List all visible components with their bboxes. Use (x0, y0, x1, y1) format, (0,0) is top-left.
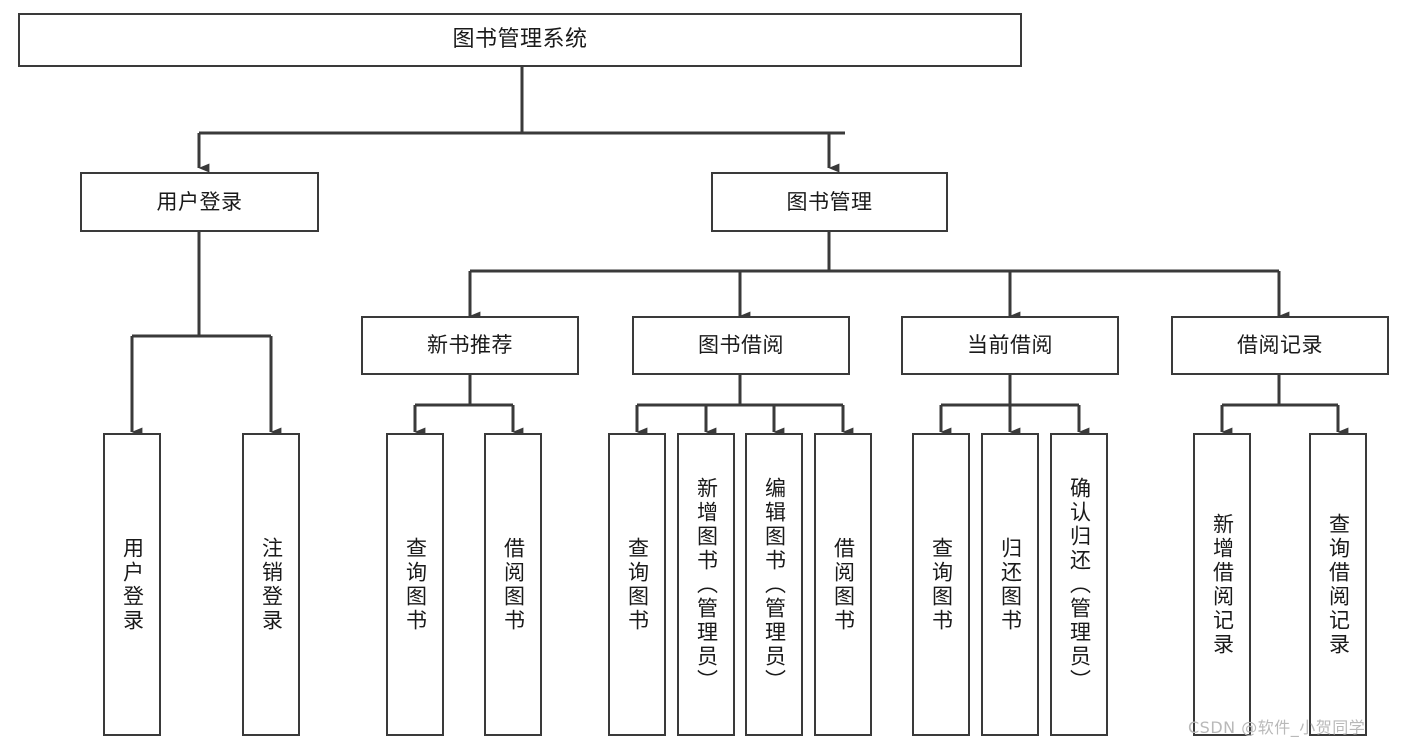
node-label: 查询图书 (929, 536, 954, 633)
leaf-book-borrow-edit-book-admin[interactable]: 编辑图书（管理员） (745, 433, 803, 736)
node-label: 当前借阅 (967, 333, 1053, 358)
node-label: 借阅记录 (1237, 333, 1323, 358)
leaf-borrow-record-query-record[interactable]: 查询借阅记录 (1309, 433, 1367, 736)
leaf-user-login-login[interactable]: 用户登录 (103, 433, 161, 736)
leaf-current-borrow-confirm-return-admin[interactable]: 确认归还（管理员） (1050, 433, 1108, 736)
node-user-login[interactable]: 用户登录 (80, 172, 319, 232)
node-label: 借阅图书 (501, 536, 526, 633)
node-label: 新增图书（管理员） (694, 476, 719, 693)
node-book-borrow[interactable]: 图书借阅 (632, 316, 850, 375)
node-label: 注销登录 (259, 536, 284, 633)
leaf-book-borrow-query-book[interactable]: 查询图书 (608, 433, 666, 736)
node-label: 查询借阅记录 (1326, 512, 1351, 657)
node-label: 新书推荐 (427, 333, 513, 358)
node-root-book-management-system[interactable]: 图书管理系统 (18, 13, 1022, 67)
node-label: 用户登录 (120, 536, 145, 633)
leaf-new-book-query-book[interactable]: 查询图书 (386, 433, 444, 736)
leaf-current-borrow-return-book[interactable]: 归还图书 (981, 433, 1039, 736)
node-label: 图书管理 (786, 189, 873, 214)
node-label: 归还图书 (998, 536, 1023, 633)
node-label: 查询图书 (625, 536, 650, 633)
node-label: 用户登录 (156, 189, 243, 214)
leaf-book-borrow-add-book-admin[interactable]: 新增图书（管理员） (677, 433, 735, 736)
node-label: 查询图书 (403, 536, 428, 633)
node-label: 图书借阅 (698, 333, 784, 358)
node-current-borrow[interactable]: 当前借阅 (901, 316, 1119, 375)
node-book-management[interactable]: 图书管理 (711, 172, 948, 232)
leaf-new-book-borrow-book[interactable]: 借阅图书 (484, 433, 542, 736)
node-label: 图书管理系统 (452, 27, 588, 53)
node-borrow-record[interactable]: 借阅记录 (1171, 316, 1389, 375)
node-label: 借阅图书 (831, 536, 856, 633)
node-label: 编辑图书（管理员） (762, 476, 787, 693)
leaf-user-login-logout[interactable]: 注销登录 (242, 433, 300, 736)
node-label: 确认归还（管理员） (1067, 476, 1092, 693)
leaf-borrow-record-add-record[interactable]: 新增借阅记录 (1193, 433, 1251, 736)
leaf-book-borrow-borrow-book[interactable]: 借阅图书 (814, 433, 872, 736)
node-label: 新增借阅记录 (1210, 512, 1235, 657)
leaf-current-borrow-query-book[interactable]: 查询图书 (912, 433, 970, 736)
node-new-book-recommend[interactable]: 新书推荐 (361, 316, 579, 375)
